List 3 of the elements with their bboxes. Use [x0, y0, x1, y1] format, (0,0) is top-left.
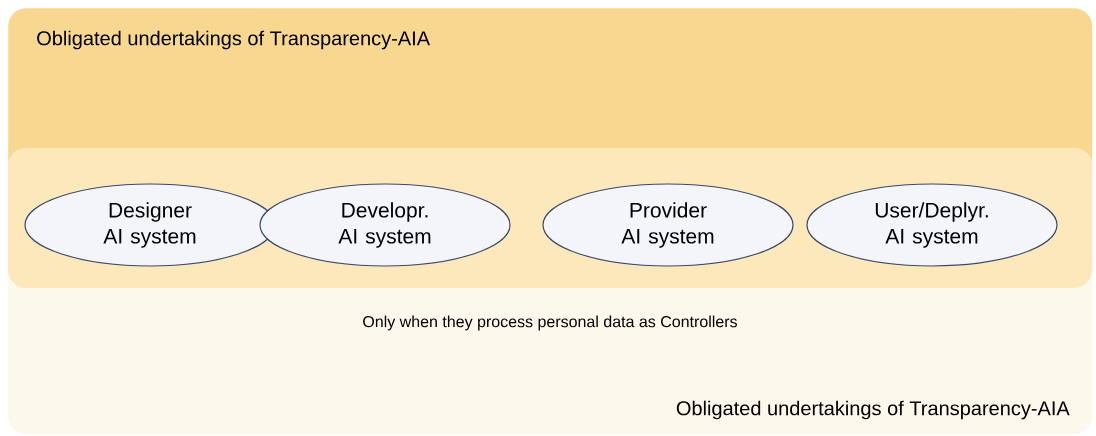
panel-text: Obligated undertakings of Transparency-AIA [676, 400, 1070, 420]
panel-text: Only when they process personal data as Controllers [363, 315, 737, 331]
panel-text: Obligated undertakings of Transparency-AIA [37, 30, 431, 50]
